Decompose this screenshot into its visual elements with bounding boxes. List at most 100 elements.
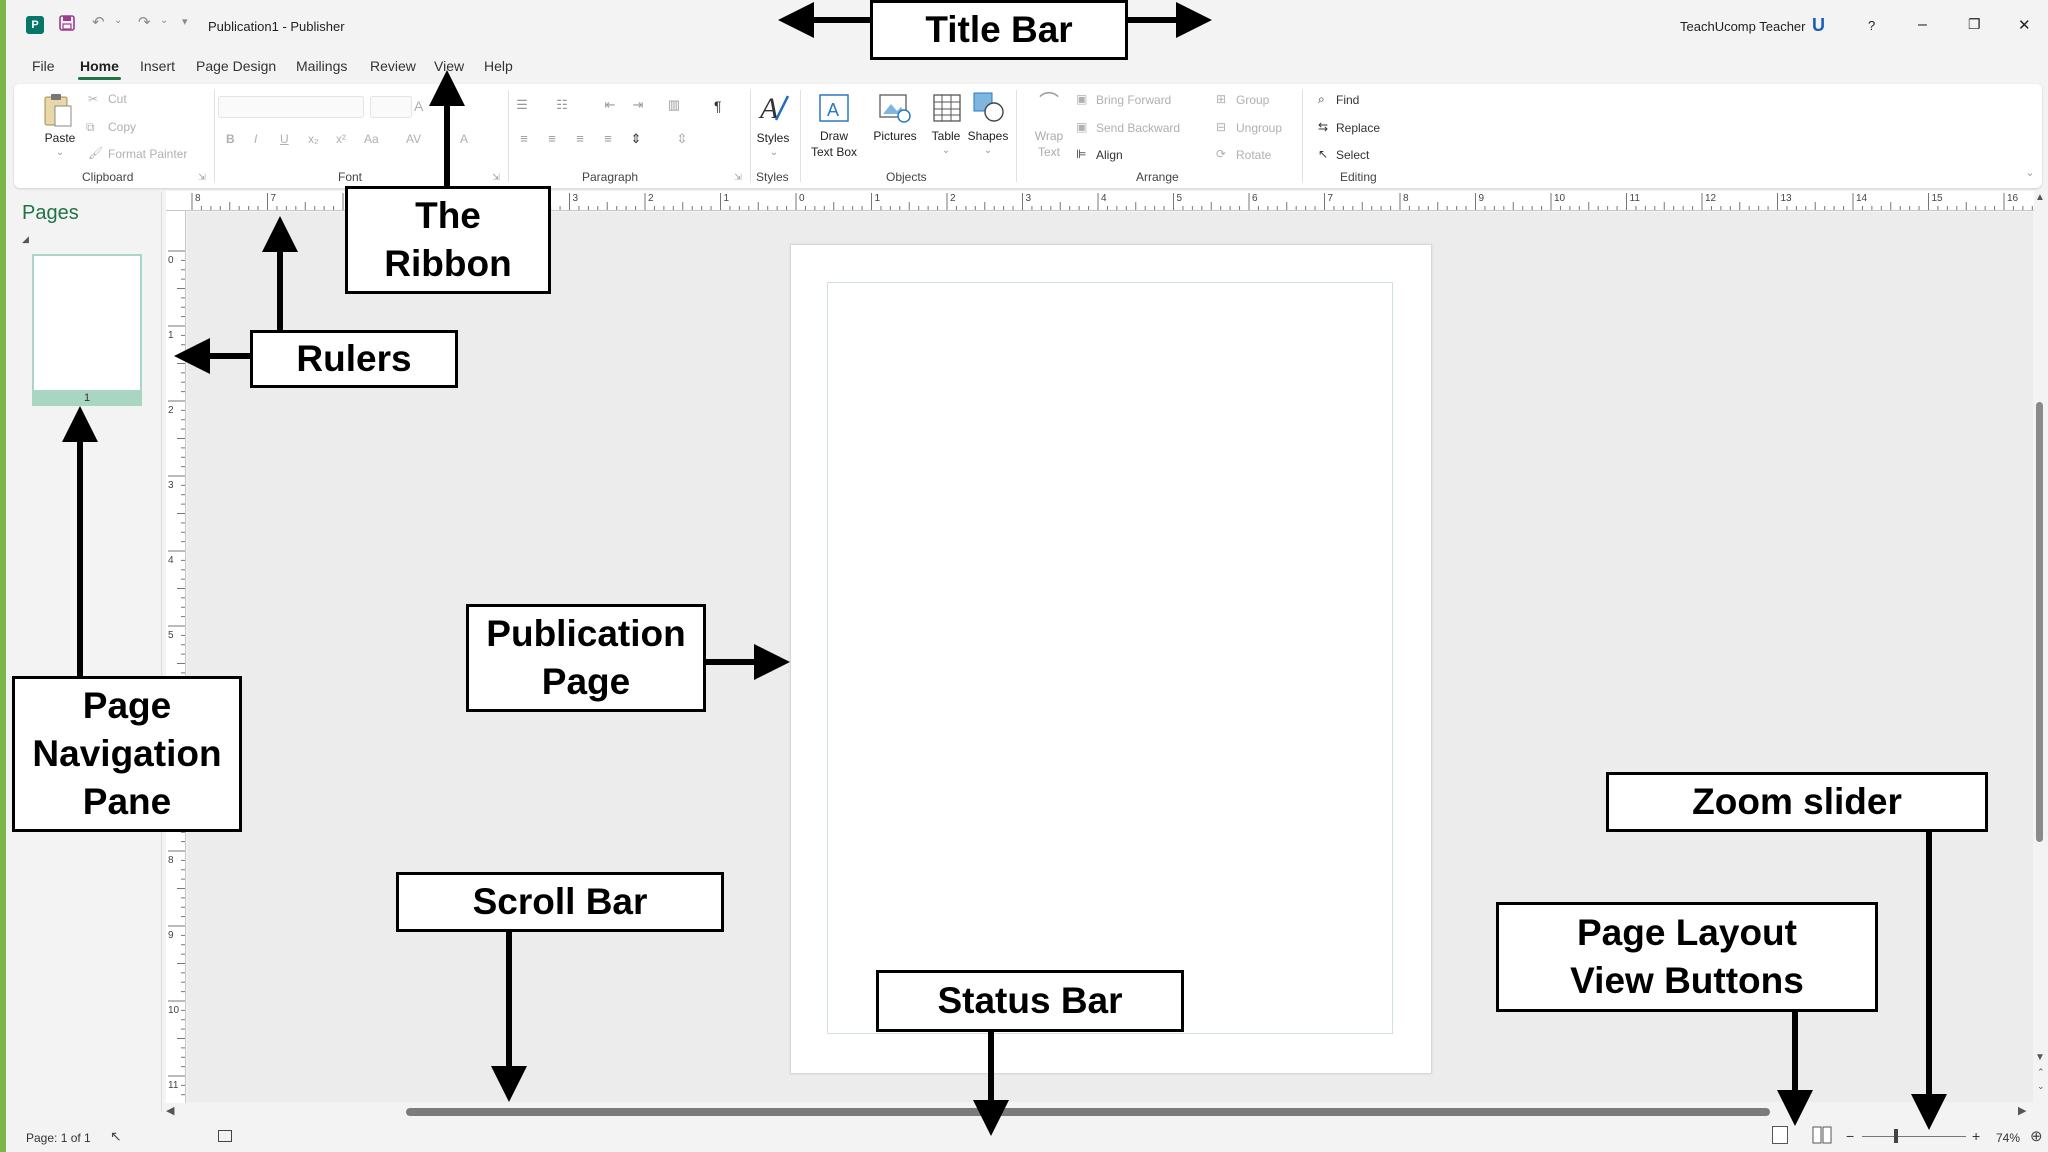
tab-view[interactable]: View xyxy=(434,58,465,74)
redo-dropdown-icon[interactable]: ⌄ xyxy=(160,15,169,26)
collapse-ribbon-icon[interactable]: ⌄ xyxy=(2025,167,2035,179)
scroll-left-icon[interactable]: ◀ xyxy=(166,1105,175,1117)
align-left-icon[interactable]: ≡ xyxy=(520,131,528,146)
font-name-field[interactable] xyxy=(218,96,364,118)
bullets-icon[interactable]: ☰ xyxy=(516,97,528,112)
character-spacing-button[interactable]: AV xyxy=(406,132,422,146)
shapes-icon[interactable] xyxy=(970,90,1006,124)
align-right-icon[interactable]: ≡ xyxy=(576,131,584,146)
tab-home[interactable]: Home xyxy=(78,58,121,80)
paragraph-launcher-icon[interactable]: ⇲ xyxy=(734,172,742,182)
grow-font-button[interactable]: A xyxy=(414,98,424,114)
next-page-icon[interactable]: ⌄ xyxy=(2037,1081,2045,1091)
columns-icon[interactable]: ▥ xyxy=(667,97,681,112)
ungroup-button[interactable]: Ungroup xyxy=(1236,121,1283,135)
styles-dropdown-icon[interactable]: ⌄ xyxy=(769,147,779,158)
user-avatar[interactable]: U xyxy=(1812,15,1825,35)
customize-qat-icon[interactable]: ▾ xyxy=(182,16,188,28)
line-spacing-icon[interactable]: ⇕ xyxy=(630,131,642,146)
pictures-icon[interactable] xyxy=(878,92,912,124)
group-button[interactable]: Group xyxy=(1236,93,1270,107)
tab-review[interactable]: Review xyxy=(370,58,416,74)
decrease-indent-icon[interactable]: ⇤ xyxy=(604,97,616,112)
draw-text-box-label[interactable]: Draw Text Box xyxy=(810,129,858,159)
paste-label[interactable]: Paste xyxy=(44,131,76,145)
wrap-text-icon[interactable]: ⌒ xyxy=(1039,92,1059,114)
object-position-icon[interactable] xyxy=(218,1130,232,1142)
numbering-icon[interactable]: ☷ xyxy=(556,97,568,112)
paste-icon[interactable] xyxy=(42,92,74,128)
publisher-app-icon[interactable]: P xyxy=(26,16,44,34)
bring-forward-button[interactable]: Bring Forward xyxy=(1096,93,1172,107)
text-box-icon[interactable]: A xyxy=(818,92,850,124)
select-button[interactable]: Select xyxy=(1336,148,1370,162)
styles-label[interactable]: Styles xyxy=(756,131,790,145)
tab-mailings[interactable]: Mailings xyxy=(296,58,348,74)
clipboard-launcher-icon[interactable]: ⇲ xyxy=(198,172,206,182)
rotate-button[interactable]: Rotate xyxy=(1236,148,1272,162)
horizontal-scrollbar[interactable] xyxy=(406,1108,1770,1116)
tab-file[interactable]: File xyxy=(32,58,55,74)
horizontal-ruler[interactable]: 87654321012345678910111213141516 xyxy=(166,191,2034,211)
format-painter-button[interactable]: Format Painter xyxy=(108,147,188,161)
two-page-spread-view-icon[interactable] xyxy=(1812,1126,1832,1144)
align-center-icon[interactable]: ≡ xyxy=(548,131,556,146)
zoom-slider-thumb[interactable] xyxy=(1894,1129,1898,1143)
save-icon[interactable] xyxy=(58,14,76,36)
page-thumbnail[interactable] xyxy=(32,254,142,402)
cut-button[interactable]: Cut xyxy=(108,92,127,106)
paste-dropdown-icon[interactable]: ⌄ xyxy=(55,147,65,158)
single-page-view-icon[interactable] xyxy=(1772,1126,1788,1144)
justify-icon[interactable]: ≡ xyxy=(604,131,612,146)
increase-indent-icon[interactable]: ⇥ xyxy=(632,97,644,112)
scroll-up-icon[interactable]: ▲ xyxy=(2035,192,2045,203)
fit-page-icon[interactable]: ⊕ xyxy=(2030,1128,2043,1145)
page-count-status[interactable]: Page: 1 of 1 xyxy=(26,1131,91,1145)
close-button[interactable]: ✕ xyxy=(2018,17,2031,34)
undo-icon[interactable]: ↶ xyxy=(92,14,105,31)
change-case-button[interactable]: Aa xyxy=(364,132,379,146)
help-button[interactable]: ? xyxy=(1868,18,1876,33)
zoom-out-button[interactable]: − xyxy=(1846,1128,1855,1144)
redo-icon[interactable]: ↷ xyxy=(138,14,151,31)
shapes-dropdown-icon[interactable]: ⌄ xyxy=(983,145,993,156)
undo-dropdown-icon[interactable]: ⌄ xyxy=(114,15,123,26)
previous-page-icon[interactable]: ⌃ xyxy=(2037,1067,2045,1077)
italic-button[interactable]: I xyxy=(254,132,258,146)
publication-page[interactable] xyxy=(790,244,1432,1074)
scroll-right-icon[interactable]: ▶ xyxy=(2018,1105,2027,1117)
table-icon[interactable] xyxy=(932,92,962,124)
tab-help[interactable]: Help xyxy=(484,58,513,74)
pictures-label[interactable]: Pictures xyxy=(873,129,917,143)
replace-button[interactable]: Replace xyxy=(1336,121,1381,135)
find-button[interactable]: Find xyxy=(1336,93,1360,107)
underline-button[interactable]: U xyxy=(280,132,289,146)
tab-page-design[interactable]: Page Design xyxy=(196,58,277,74)
restore-button[interactable]: ❐ xyxy=(1968,16,1981,32)
send-backward-button[interactable]: Send Backward xyxy=(1096,121,1181,135)
show-formatting-button[interactable]: ¶ xyxy=(714,98,722,114)
paragraph-spacing-icon[interactable]: ⇳ xyxy=(676,131,688,146)
shapes-label[interactable]: Shapes xyxy=(967,129,1009,143)
font-launcher-icon[interactable]: ⇲ xyxy=(492,172,500,182)
vertical-scrollbar[interactable] xyxy=(2036,402,2043,842)
table-label[interactable]: Table xyxy=(931,129,961,143)
subscript-button[interactable]: x₂ xyxy=(308,132,319,146)
styles-icon[interactable]: A xyxy=(754,90,792,126)
wrap-text-label[interactable]: Wrap Text xyxy=(1034,129,1064,159)
scroll-down-icon[interactable]: ▼ xyxy=(2035,1052,2045,1063)
font-size-field[interactable] xyxy=(370,96,412,118)
table-dropdown-icon[interactable]: ⌄ xyxy=(941,145,951,156)
copy-button[interactable]: Copy xyxy=(108,120,137,134)
bold-button[interactable]: B xyxy=(226,132,235,146)
font-color-button[interactable]: A xyxy=(460,132,469,146)
tab-insert[interactable]: Insert xyxy=(140,58,176,74)
minimize-button[interactable]: – xyxy=(1918,16,1927,33)
superscript-button[interactable]: x² xyxy=(336,132,346,146)
user-name[interactable]: TeachUcomp Teacher xyxy=(1680,19,1806,34)
zoom-level[interactable]: 74% xyxy=(1996,1131,2021,1145)
align-button[interactable]: Align xyxy=(1096,148,1123,162)
collapse-pane-icon[interactable]: ◢ xyxy=(22,234,29,244)
zoom-in-button[interactable]: + xyxy=(1972,1128,1981,1144)
